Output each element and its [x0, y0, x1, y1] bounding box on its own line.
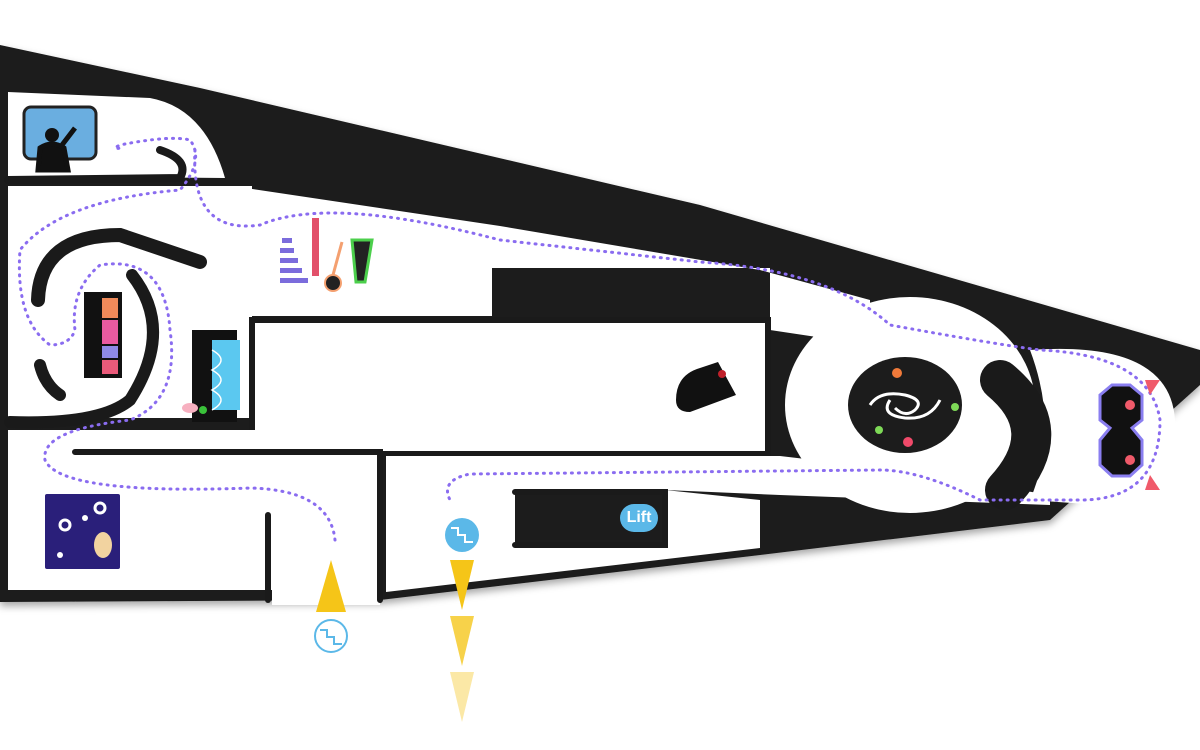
inner-walls — [4, 146, 1052, 603]
stairs-icon[interactable] — [445, 518, 479, 552]
route-path — [17, 136, 1162, 542]
piano-icon[interactable] — [676, 362, 736, 412]
upper-corridor — [180, 186, 870, 345]
stairs-icon[interactable] — [314, 619, 348, 653]
lift-label: Lift — [626, 509, 652, 526]
lift-icon[interactable]: Lift — [620, 504, 658, 532]
conductor-screen-icon[interactable] — [22, 105, 98, 173]
hands-interactive-icon[interactable] — [1098, 380, 1160, 490]
drum-pad-wall-icon[interactable] — [84, 292, 122, 378]
sound-machine-icon[interactable] — [182, 330, 240, 422]
instruments-icon[interactable] — [280, 218, 374, 292]
listening-ear-icon[interactable] — [45, 494, 120, 569]
galaxy-icon[interactable] — [848, 357, 962, 453]
entrance-arrow-icon — [316, 560, 474, 722]
